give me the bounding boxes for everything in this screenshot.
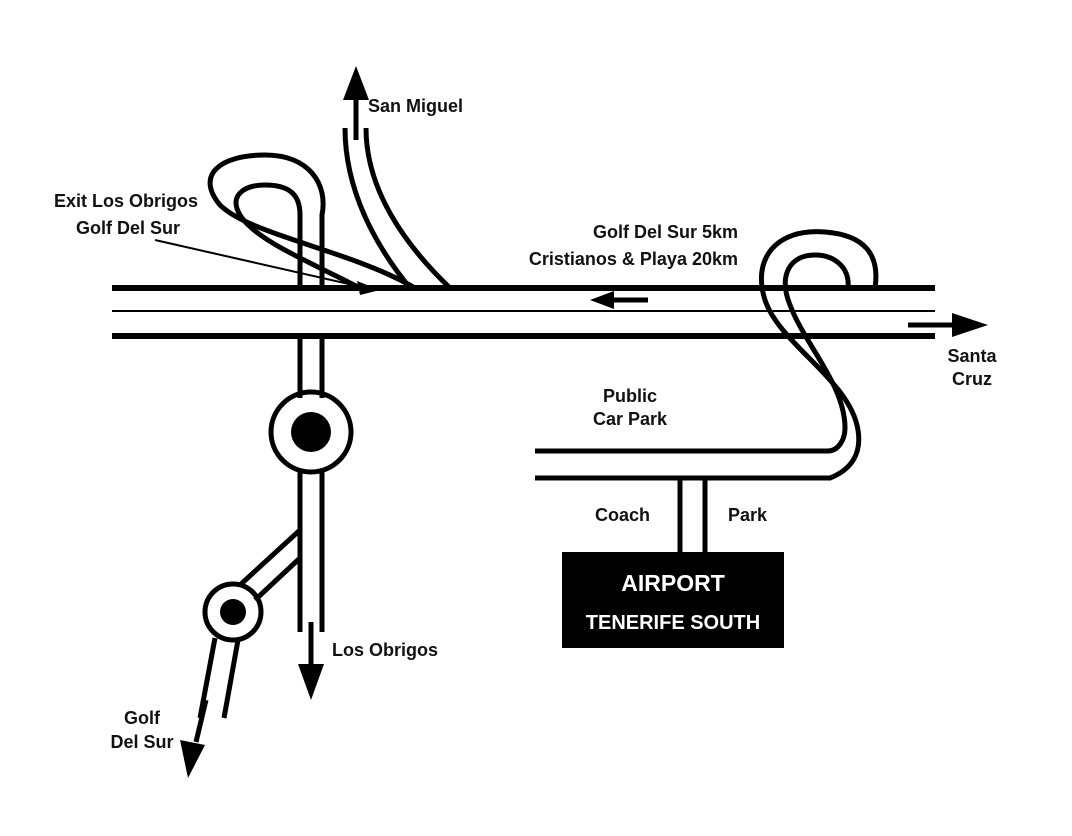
label-exit-los-obrigos: Exit Los Obrigos [54,191,198,211]
label-exit-golf-del-sur: Golf Del Sur [76,218,180,238]
right-interchange-loop [535,229,879,481]
north-arrow-icon [343,66,369,100]
airport-access [677,478,708,552]
roundabout-lower [202,581,264,643]
label-park: Park [728,505,768,525]
label-golf-del-sur-5km: Golf Del Sur 5km [593,222,738,242]
label-golf: Golf [124,708,161,728]
roundabout-upper [268,389,354,475]
southwest-arrow-icon [180,740,205,778]
label-coach: Coach [595,505,650,525]
label-cristianos-playa: Cristianos & Playa 20km [529,249,738,269]
south-arrow-icon [298,664,324,700]
main-highway [112,285,935,339]
airport-box: AIRPORT TENERIFE SOUTH [562,552,784,648]
exit-pointer [154,239,380,295]
roundabout-lower-island [220,599,246,625]
label-car-park: Car Park [593,409,668,429]
label-santa: Santa [947,346,997,366]
label-del-sur: Del Sur [110,732,173,752]
label-los-obrigos: Los Obrigos [332,640,438,660]
southbound-roads [180,336,354,778]
left-interchange-loop [207,152,417,291]
airport-title: AIRPORT [621,570,725,596]
label-public: Public [603,386,657,406]
westbound-arrow [590,291,648,309]
san-miguel-road [342,66,452,290]
label-cruz: Cruz [952,369,992,389]
santa-cruz-arrow [908,313,988,337]
airport-subtitle: TENERIFE SOUTH [586,612,760,634]
label-san-miguel: San Miguel [368,96,463,116]
roundabout-upper-island [291,412,331,452]
